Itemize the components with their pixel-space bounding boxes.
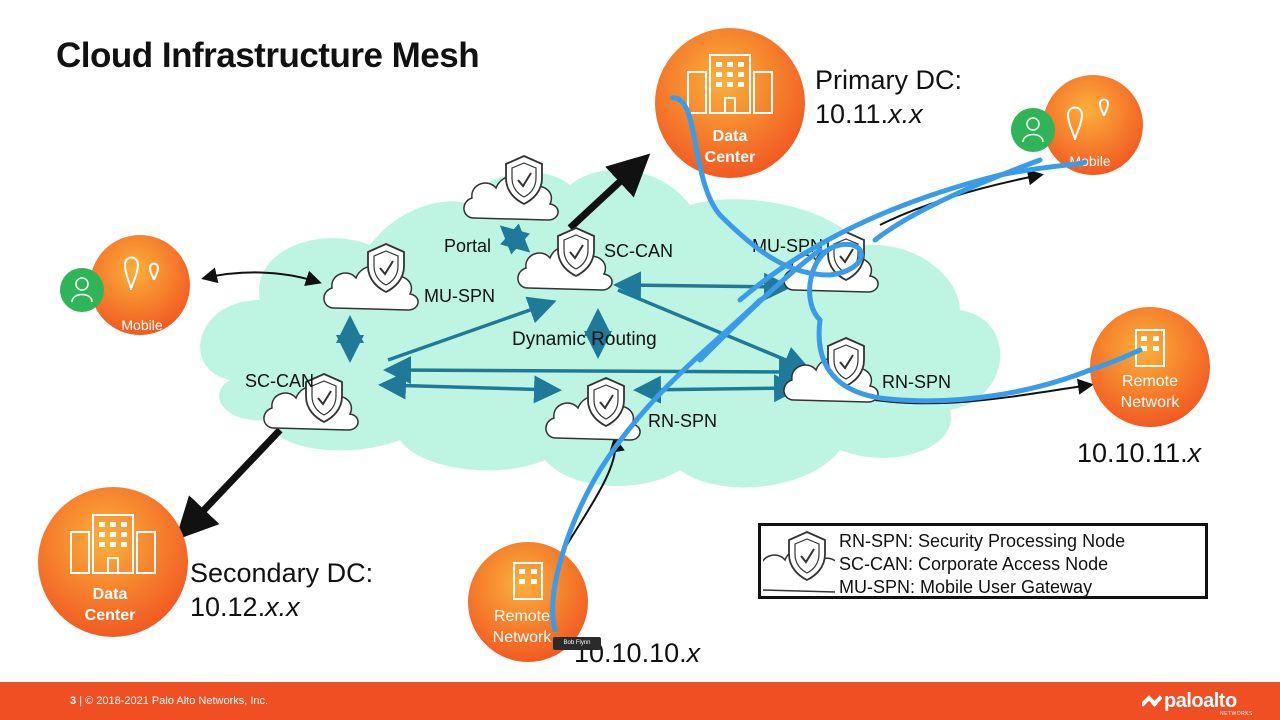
- remote-bottom-ip: 10.10.10.x: [574, 638, 701, 668]
- legend-rn-spn: RN-SPN: Security Processing Node: [839, 531, 1126, 551]
- mobile-right-site: Mobile: [1011, 75, 1143, 175]
- presenter-tag: Bob Flynn: [553, 637, 601, 650]
- legend-node-icon: [763, 531, 835, 593]
- label-sc-can-top: SC-CAN: [604, 241, 673, 261]
- label-sc-can-left: SC-CAN: [245, 371, 314, 391]
- hand-annotation: [550, 95, 1143, 633]
- dc-top-line1: Data: [713, 128, 748, 145]
- primary-dc-text: Primary DC: 10.11.x.x: [815, 63, 962, 131]
- primary-dc-line1: Primary DC:: [815, 65, 962, 95]
- label-dynamic-routing: Dynamic Routing: [512, 329, 657, 350]
- legend-mu-spn: MU-SPN: Mobile User Gateway: [839, 577, 1093, 597]
- label-rn-spn-center: RN-SPN: [648, 411, 717, 431]
- footer-bar: 3 | © 2018-2021 Palo Alto Networks, Inc.…: [0, 682, 1280, 720]
- dc-bottom-line2: Center: [85, 607, 136, 624]
- mobile-right-label: Mobile: [1069, 153, 1110, 169]
- secondary-dc-prefix: 10.12.: [190, 592, 266, 622]
- dc-bottom-site: Data Center: [38, 487, 188, 637]
- remote-bottom-line2: Network: [493, 629, 553, 646]
- dc-bottom-line1: Data: [93, 586, 128, 603]
- logo-mark-icon: [1142, 695, 1162, 707]
- portal-node: [463, 155, 559, 221]
- mobile-left-site: Mobile: [60, 235, 190, 335]
- footer-text: 3 | © 2018-2021 Palo Alto Networks, Inc.: [70, 695, 268, 707]
- label-portal: Portal: [444, 236, 491, 256]
- primary-dc-prefix: 10.11.: [815, 99, 889, 129]
- remote-bottom-line1: Remote: [494, 608, 550, 625]
- label-mu-spn-left: MU-SPN: [424, 286, 495, 306]
- legend: RN-SPN: Security Processing Node SC-CAN:…: [758, 523, 1208, 599]
- primary-dc-suffix: x.x: [888, 99, 923, 129]
- copyright: | © 2018-2021 Palo Alto Networks, Inc.: [79, 695, 269, 707]
- logo-text: paloalto: [1164, 690, 1237, 712]
- remote-right-line1: Remote: [1122, 373, 1178, 390]
- slide-title: Cloud Infrastructure Mesh: [56, 36, 480, 75]
- dc-top-site: Data Center: [655, 28, 805, 178]
- secondary-dc-text: Secondary DC: 10.12.x.x: [190, 556, 373, 624]
- remote-right-site: Remote Network: [1090, 307, 1210, 427]
- remote-right-ip: 10.10.11.x: [1077, 438, 1202, 468]
- page-number: 3: [70, 695, 77, 707]
- remote-right-line2: Network: [1121, 394, 1181, 411]
- mobile-left-label: Mobile: [121, 317, 162, 333]
- paloalto-logo: paloalto NETWORKS: [1142, 688, 1262, 717]
- secondary-dc-line1: Secondary DC:: [190, 558, 374, 588]
- secondary-dc-suffix: x.x: [265, 592, 300, 622]
- logo-sub: NETWORKS: [1220, 711, 1253, 717]
- dc-top-line2: Center: [705, 149, 756, 166]
- legend-sc-can: SC-CAN: Corporate Access Node: [839, 554, 1109, 574]
- routing-arrows: [336, 223, 812, 404]
- label-rn-spn-right: RN-SPN: [882, 372, 951, 392]
